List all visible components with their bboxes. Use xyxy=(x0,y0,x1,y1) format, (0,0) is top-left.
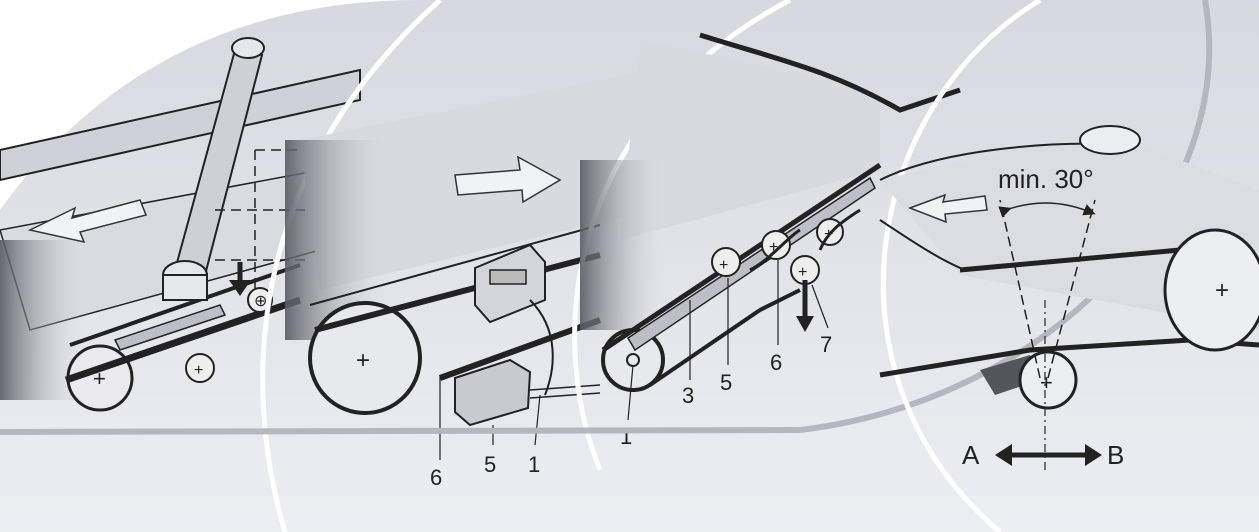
svg-text:⊕: ⊕ xyxy=(254,293,267,310)
svg-text:+: + xyxy=(1040,370,1053,395)
direction-arrow-left-icon-2 xyxy=(907,193,988,224)
direction-arrow-right-icon xyxy=(454,155,562,204)
panel-2-belt-sensor: + 6 5 1 xyxy=(260,0,650,532)
label-b: B xyxy=(1107,440,1124,470)
svg-text:+: + xyxy=(194,362,203,379)
direction-arrow-left-icon xyxy=(27,199,148,244)
panel-3-label-b: 3 xyxy=(682,383,694,408)
svg-text:+: + xyxy=(798,264,807,281)
svg-text:+: + xyxy=(1215,277,1229,304)
panel-3-label-d: 6 xyxy=(770,350,782,375)
panel-3-label-e: 7 xyxy=(820,332,832,357)
tension-roller-icon xyxy=(185,353,215,383)
svg-text:+: + xyxy=(769,239,778,256)
panel-3-roller-arrangement: + + + + 1 3 5 6 7 xyxy=(572,0,961,471)
roller-6 xyxy=(761,230,791,260)
svg-text:+: + xyxy=(356,347,370,374)
panel-1-swing-idler: + + ⊕ xyxy=(0,37,361,412)
panel-2-label-c: 1 xyxy=(528,452,540,477)
roller-5 xyxy=(711,247,741,277)
svg-text:+: + xyxy=(719,257,728,274)
label-a: A xyxy=(962,440,980,470)
panel-4-belt-angle: + + min. 30° A B xyxy=(879,0,1259,532)
panel-3-label-c: 5 xyxy=(720,370,732,395)
drive-drum xyxy=(308,301,422,415)
panel-2-label-b: 5 xyxy=(484,452,496,477)
snub-roller xyxy=(1018,350,1078,410)
control-unit-box xyxy=(454,358,532,427)
tail-drum xyxy=(1163,228,1259,352)
angle-label: min. 30° xyxy=(998,164,1094,194)
panel-2-label-a: 6 xyxy=(430,465,442,490)
